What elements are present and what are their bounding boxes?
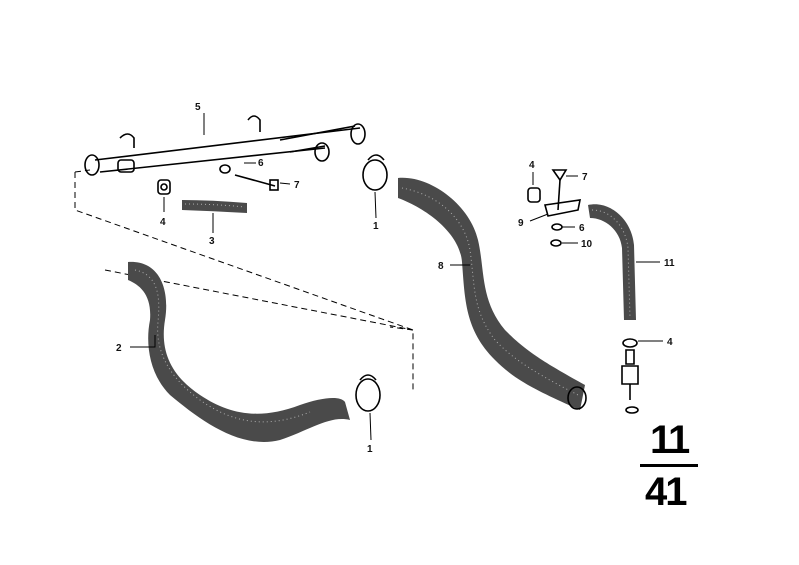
page-number-bottom: 41: [645, 470, 687, 514]
callout-5: 5: [195, 102, 201, 113]
fitting-lower-right: [621, 338, 639, 414]
callout-6-right: 6: [579, 223, 585, 234]
lower-hose-2: [128, 261, 350, 442]
callout-2: 2: [116, 343, 122, 354]
water-pipe-assembly: [84, 115, 366, 176]
callout-8: 8: [438, 261, 444, 272]
hose-11: [588, 204, 636, 320]
callout-3: 3: [209, 236, 215, 247]
callout-6-left: 6: [258, 158, 264, 169]
callout-1-lower: 1: [367, 444, 373, 455]
clamp-1-upper: [362, 154, 388, 191]
hose-8: [398, 177, 587, 410]
callout-7-right: 7: [582, 172, 588, 183]
callout-7-left: 7: [294, 180, 300, 191]
clip-4-left: [157, 179, 171, 195]
page-number-top: 11: [650, 418, 690, 462]
short-hose-3: [182, 200, 247, 213]
callout-4-upper-right: 4: [529, 160, 535, 171]
callout-10: 10: [581, 239, 593, 250]
callout-9: 9: [518, 218, 524, 229]
clamp-1-lower: [355, 374, 381, 412]
page-number-divider: [640, 464, 698, 467]
assembly-outline: [74, 169, 414, 390]
callout-4-left: 4: [160, 217, 166, 228]
callout-11: 11: [664, 258, 675, 269]
callout-4-lower-right: 4: [667, 337, 673, 348]
valve-cluster-upper: [527, 169, 582, 247]
bolt-7-upper-left: [219, 164, 279, 191]
callout-1-upper: 1: [373, 221, 379, 232]
